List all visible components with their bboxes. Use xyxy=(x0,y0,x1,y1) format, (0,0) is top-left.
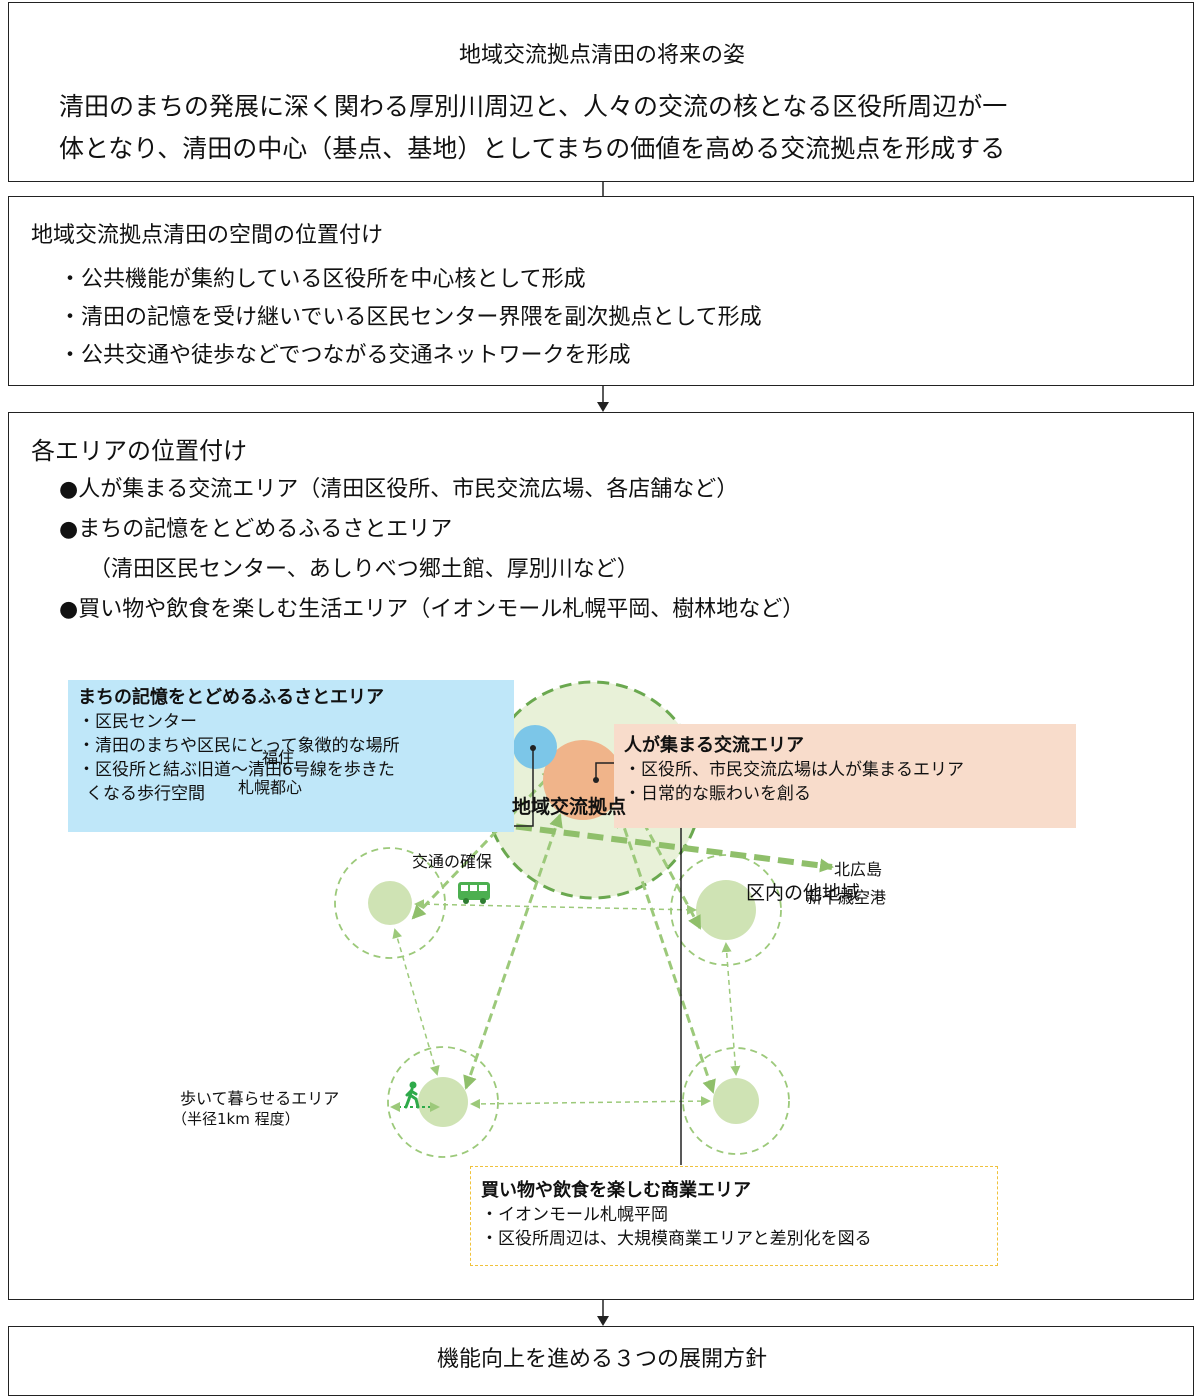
memory-callout-line-4: くなる歩行空間 xyxy=(86,784,205,804)
memory-callout-line-1: ・区民センター xyxy=(78,712,197,732)
memory-callout-line-2: ・清田のまちや区民にとって象徴的な場所 xyxy=(78,736,400,756)
west-label-1: 福住 xyxy=(262,748,295,767)
commercial-callout-line-1: ・イオンモール札幌平岡 xyxy=(481,1205,668,1225)
exchange-callout-line-1: ・区役所、市民交流広場は人が集まるエリア xyxy=(624,760,964,780)
area-positioning-title: 各エリアの位置付け xyxy=(31,437,247,465)
area-item-2: ●まちの記憶をとどめるふるさとエリア xyxy=(59,517,453,542)
satellite-nw xyxy=(368,881,412,925)
walk-label-1: 歩いて暮らせるエリア xyxy=(180,1089,340,1108)
exchange-area-callout: 人が集まる交流エリア ・区役所、市民交流広場は人が集まるエリア ・日常的な賑わい… xyxy=(614,724,1076,828)
west-label-2: 札幌都心 xyxy=(238,778,303,797)
spatial-item-3: ・公共交通や徒歩などでつながる交通ネットワークを形成 xyxy=(59,343,631,368)
spatial-positioning-box: 地域交流拠点清田の空間の位置付け ・公共機能が集約している区役所を中心核として形… xyxy=(8,196,1194,386)
arrow-down-1 xyxy=(597,402,609,412)
satellite-ring-se xyxy=(682,1047,790,1155)
spatial-item-1: ・公共機能が集約している区役所を中心核として形成 xyxy=(59,267,586,292)
memory-callout-line-3: ・区役所と結ぶ旧道～清田6号線を歩きた xyxy=(78,760,395,780)
spatial-positioning-title: 地域交流拠点清田の空間の位置付け xyxy=(31,223,384,248)
memory-area-callout: まちの記憶をとどめるふるさとエリア ・区民センター ・清田のまちや区民にとって象… xyxy=(68,680,514,832)
area-item-2-detail: （清田区民センター、あしりべつ郷土館、厚別川など） xyxy=(89,557,639,582)
satellite-se xyxy=(713,1078,759,1124)
commercial-area-callout: 買い物や飲食を楽しむ商業エリア ・イオンモール札幌平岡 ・区役所周辺は、大規模商… xyxy=(470,1166,998,1266)
memory-callout-title: まちの記憶をとどめるふるさとエリア xyxy=(78,687,384,708)
walking-person-icon xyxy=(404,1081,420,1109)
east-label-2: 新千歳空港 xyxy=(806,888,887,907)
future-vision-line-1: 清田のまちの発展に深く関わる厚別川周辺と、人々の交流の核となる区役所周辺が一 xyxy=(59,92,1008,121)
spatial-item-2: ・清田の記憶を受け継いでいる区民センター界隈を副次拠点として形成 xyxy=(59,305,762,330)
arrow-down-2 xyxy=(597,1316,609,1326)
center-label: 地域交流拠点 xyxy=(512,796,627,818)
traffic-label: 交通の確保 xyxy=(412,852,493,871)
exchange-callout-title: 人が集まる交流エリア xyxy=(624,735,804,756)
other-area-label: 区内の他地域 xyxy=(746,882,861,904)
future-vision-title: 地域交流拠点清田の将来の姿 xyxy=(458,43,745,68)
satellite-sw xyxy=(418,1077,468,1127)
development-policy-box: 機能向上を進める３つの展開方針 xyxy=(8,1326,1194,1396)
commercial-callout-title: 買い物や飲食を楽しむ商業エリア xyxy=(481,1180,751,1201)
area-item-1: ●人が集まる交流エリア（清田区役所、市民交流広場、各店舗など） xyxy=(59,477,739,502)
walk-label-2: （半径1km 程度） xyxy=(172,1110,300,1128)
development-policy-title: 機能向上を進める３つの展開方針 xyxy=(436,1347,767,1372)
exchange-callout-line-2: ・日常的な賑わいを創る xyxy=(624,784,811,804)
trunk-route-arrow xyxy=(276,790,834,873)
bus-icon xyxy=(458,882,490,904)
commercial-callout-line-2: ・区役所周辺は、大規模商業エリアと差別化を図る xyxy=(481,1229,872,1249)
area-item-3: ●買い物や飲食を楽しむ生活エリア（イオンモール札幌平岡、樹林地など） xyxy=(59,597,805,622)
future-vision-line-2: 体となり、清田の中心（基点、基地）としてまちの価値を高める交流拠点を形成する xyxy=(59,134,1006,163)
future-vision-box: 地域交流拠点清田の将来の姿 清田のまちの発展に深く関わる厚別川周辺と、人々の交流… xyxy=(8,2,1194,182)
east-label-1: 北広島 xyxy=(834,860,883,879)
